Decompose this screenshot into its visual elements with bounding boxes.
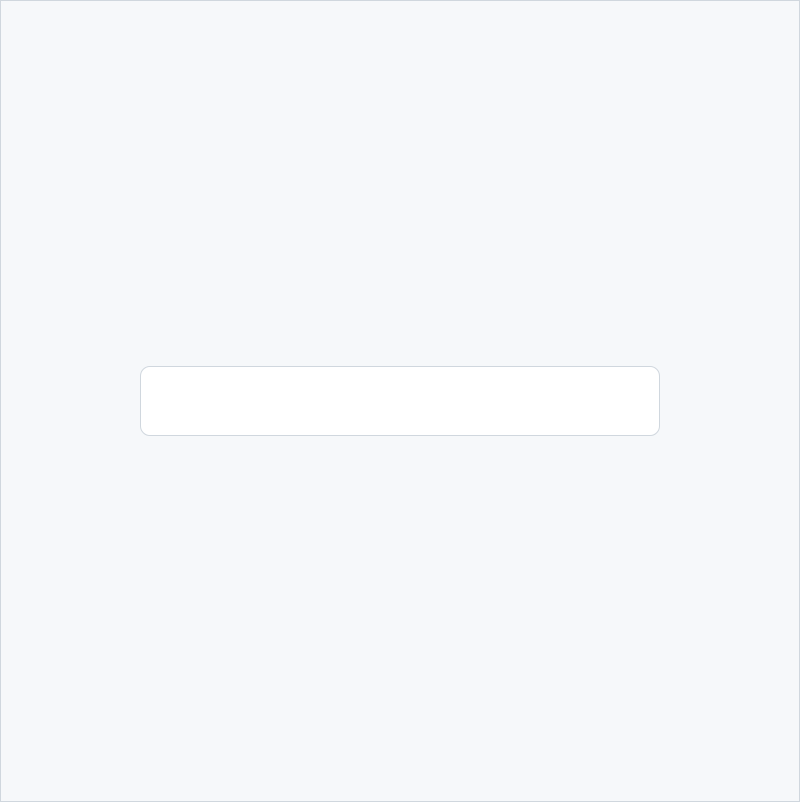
missing-screenshot-notice [140, 366, 660, 436]
